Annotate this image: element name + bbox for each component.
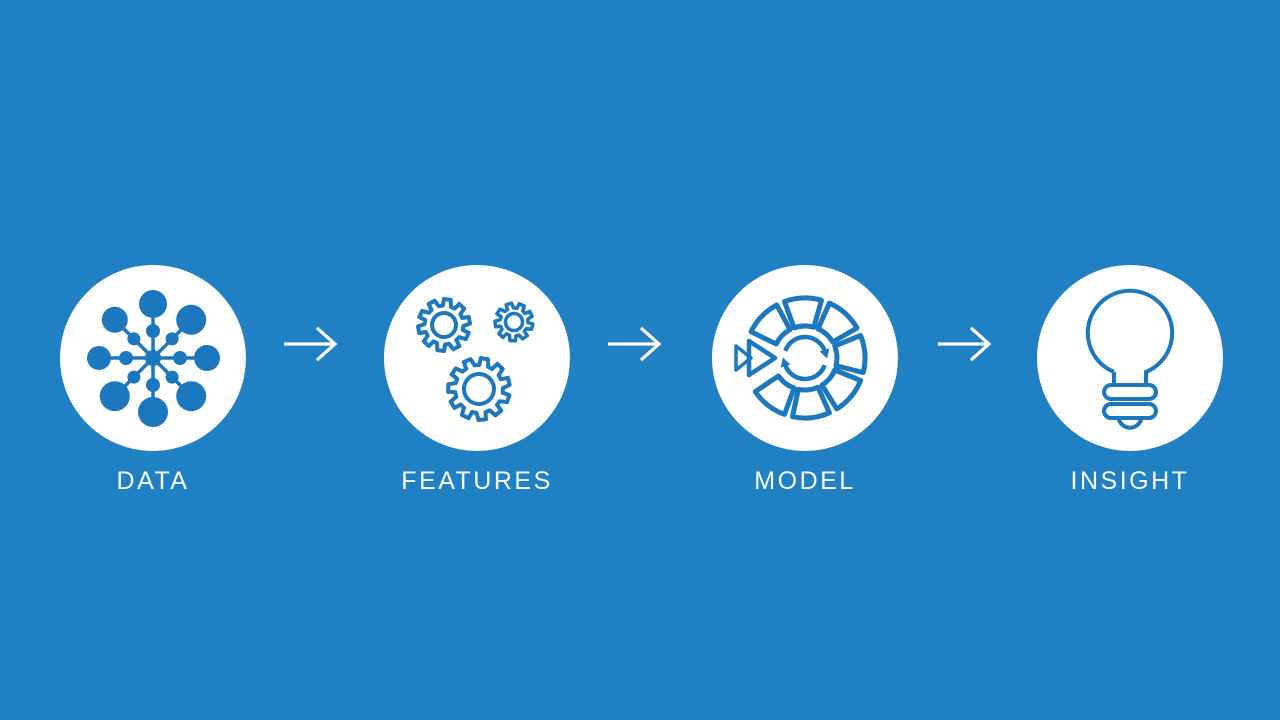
stage-circle (384, 265, 570, 451)
right-arrow-icon (284, 326, 338, 362)
right-arrow-icon (608, 326, 662, 362)
stage-model: MODEL (695, 265, 915, 496)
stage-label: MODEL (754, 467, 856, 495)
stage-insight: INSIGHT (1020, 265, 1240, 496)
data-network-icon (87, 290, 220, 427)
stage-circle (712, 265, 898, 451)
gears-icon (416, 297, 535, 422)
model-cycle-icon (734, 295, 868, 421)
stage-label: INSIGHT (1070, 467, 1190, 495)
stage-label: FEATURES (401, 467, 553, 495)
lightbulb-icon (1085, 288, 1175, 430)
stage-label: DATA (116, 467, 190, 495)
stage-features: FEATURES (367, 265, 587, 496)
stage-circle (1037, 265, 1223, 451)
stage-data: DATA (43, 265, 263, 496)
right-arrow-icon (938, 326, 992, 362)
stage-circle (60, 265, 246, 451)
